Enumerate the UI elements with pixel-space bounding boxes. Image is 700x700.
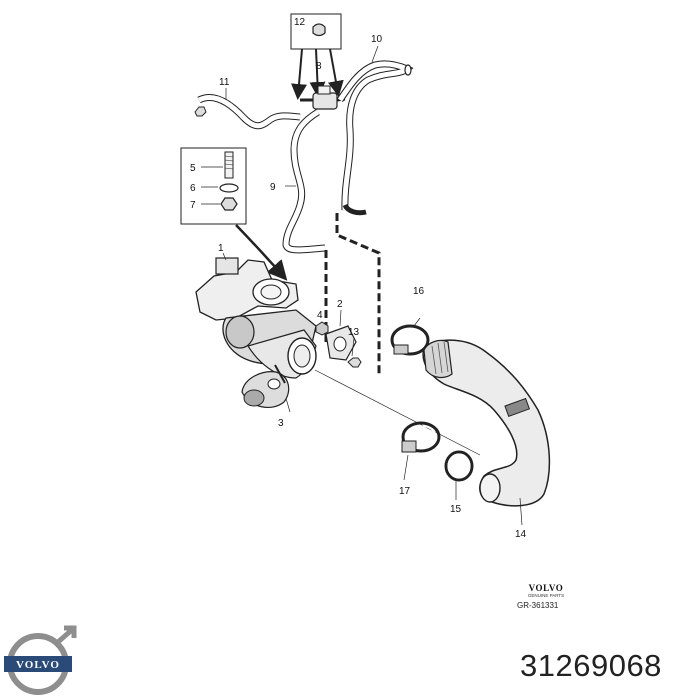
brand-wordmark: VOLVO <box>528 583 564 593</box>
callout-11: 11 <box>219 77 230 88</box>
callout-12: 12 <box>294 17 306 28</box>
callout-2: 2 <box>337 299 343 310</box>
hose-11 <box>194 94 301 130</box>
hose-9 <box>282 109 326 254</box>
charge-air-pipe-14 <box>422 339 551 526</box>
callout-labels: 1 2 3 4 5 6 7 8 9 10 11 12 13 14 15 16 1… <box>190 17 527 540</box>
detail-box-12 <box>290 13 344 100</box>
callout-5: 5 <box>190 163 196 174</box>
callout-9: 9 <box>270 182 276 193</box>
turbocharger-1 <box>195 257 317 379</box>
callout-14: 14 <box>515 529 527 540</box>
callout-8: 8 <box>316 61 322 72</box>
detail-box-5-6-7 <box>180 147 288 281</box>
callout-4: 4 <box>317 310 323 321</box>
volvo-logo: VOLVO <box>4 625 77 695</box>
o-ring-15 <box>444 450 474 500</box>
nut-13 <box>347 357 362 368</box>
brand-subtitle: GENUINE PARTS <box>527 593 565 598</box>
callout-3: 3 <box>278 418 284 429</box>
callout-16: 16 <box>413 286 425 297</box>
part-number: 31269068 <box>520 648 662 683</box>
drawing-reference: GR-361331 <box>517 601 559 610</box>
callout-10: 10 <box>371 34 383 45</box>
callout-15: 15 <box>450 504 462 515</box>
actuator-3 <box>241 364 290 409</box>
callout-17: 17 <box>399 486 411 497</box>
callout-7: 7 <box>190 200 196 211</box>
hose-10 <box>337 60 414 216</box>
bracket-2 <box>315 321 357 361</box>
clamp-16 <box>390 317 430 356</box>
clamp-17 <box>401 421 441 481</box>
callout-1: 1 <box>218 243 224 254</box>
callout-13: 13 <box>348 327 360 338</box>
logo-wordmark: VOLVO <box>16 659 60 671</box>
leader-lines <box>222 45 379 357</box>
callout-6: 6 <box>190 183 196 194</box>
